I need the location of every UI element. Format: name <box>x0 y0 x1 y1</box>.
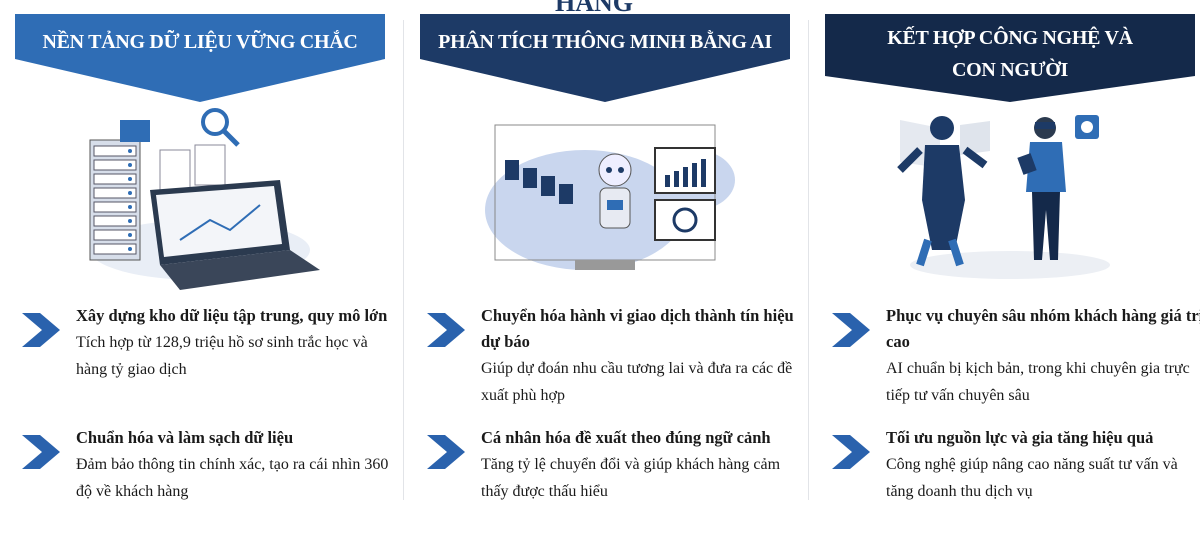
chevron-right-icon <box>832 435 870 474</box>
feature-heading: Chuẩn hóa và làm sạch dữ liệu <box>76 428 294 447</box>
column-banner: KẾT HỢP CÔNG NGHỆ VÀ CON NGƯỜI <box>825 14 1195 104</box>
column-title: PHÂN TÍCH THÔNG MINH BẰNG AI <box>438 31 772 53</box>
ai-robot-analytics-illustration <box>465 100 745 290</box>
column-banner: NỀN TẢNG DỮ LIỆU VỮNG CHẮC <box>15 14 385 104</box>
chevron-right-icon <box>832 313 870 352</box>
server-laptop-data-illustration <box>60 100 340 290</box>
feature-heading: Xây dựng kho dữ liệu tập trung, quy mô l… <box>76 306 388 325</box>
chevron-right-icon <box>22 313 60 352</box>
banner-shape <box>825 14 1195 102</box>
chevron-right-icon <box>427 435 465 474</box>
chevron-right-icon <box>427 313 465 352</box>
column-title: NỀN TẢNG DỮ LIỆU VỮNG CHẮC <box>42 31 358 53</box>
chevron-right-icon <box>22 435 60 474</box>
column-divider <box>403 20 404 500</box>
feature-body: Tăng tỷ lệ chuyển đổi và giúp khách hàng… <box>481 456 781 500</box>
column-2: PHÂN TÍCH THÔNG MINH BẰNG AI Chuyển hóa … <box>405 0 805 538</box>
column-banner: PHÂN TÍCH THÔNG MINH BẰNG AI <box>420 14 790 104</box>
column-3: KẾT HỢP CÔNG NGHỆ VÀ CON NGƯỜI Phục vụ c… <box>810 0 1200 538</box>
banner-shape <box>15 14 385 102</box>
banner-shape <box>420 14 790 102</box>
human-ai-collaboration-illustration <box>870 100 1150 290</box>
feature-body: Tích hợp từ 128,9 triệu hồ sơ sinh trắc … <box>76 334 368 378</box>
column-title: KẾT HỢP CÔNG NGHỆ VÀ CON NGƯỜI <box>887 27 1133 81</box>
top-fragment-text: HÀNG <box>555 0 633 17</box>
column-1: NỀN TẢNG DỮ LIỆU VỮNG CHẮC Xây dựng kho … <box>0 0 400 538</box>
feature-body: AI chuẩn bị kịch bản, trong khi chuyên g… <box>886 360 1190 404</box>
feature-body: Giúp dự đoán nhu cầu tương lai và đưa ra… <box>481 360 793 404</box>
feature-heading: Tối ưu nguồn lực và gia tăng hiệu quả <box>886 428 1154 447</box>
feature-heading: Cá nhân hóa đề xuất theo đúng ngữ cảnh <box>481 428 771 447</box>
feature-heading: Chuyển hóa hành vi giao dịch thành tín h… <box>481 306 794 351</box>
feature-body: Đảm bảo thông tin chính xác, tạo ra cái … <box>76 456 389 500</box>
column-divider <box>808 20 809 500</box>
feature-heading: Phục vụ chuyên sâu nhóm khách hàng giá t… <box>886 306 1200 351</box>
feature-body: Công nghệ giúp nâng cao năng suất tư vấn… <box>886 456 1178 500</box>
